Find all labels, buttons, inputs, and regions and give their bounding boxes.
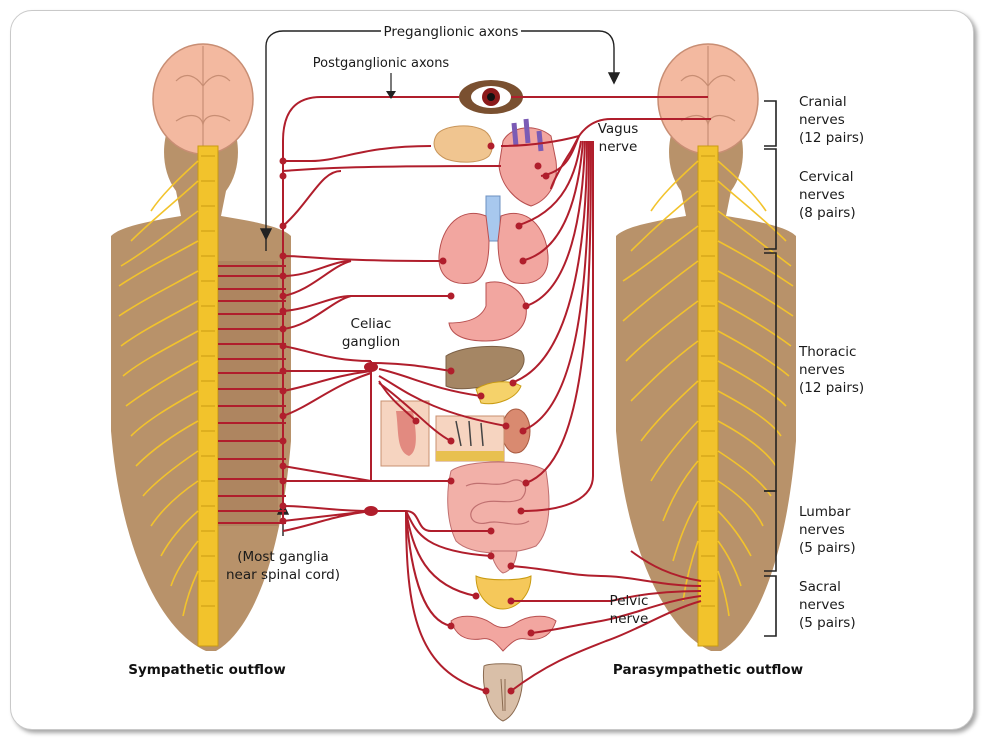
svg-text:nerves: nerves [799,362,845,378]
left-spinal-cord [197,145,219,647]
salivary-glands [433,125,493,163]
svg-text:near spinal cord): near spinal cord) [226,567,340,583]
diagram-frame: Preganglionic axons Postganglionic axons… [10,10,974,730]
svg-text:Cranial: Cranial [799,94,847,110]
sympathetic-pathways [218,96,507,692]
lungs [438,212,549,285]
skin-inset-left [380,400,430,467]
svg-text:nerves: nerves [799,112,845,128]
svg-text:(Most ganglia: (Most ganglia [237,549,329,565]
reproductive-organs [450,615,557,652]
svg-text:nerves: nerves [799,187,845,203]
spinal-brackets [764,100,777,637]
eye [459,80,523,114]
left-ganglion-chain [218,261,278,526]
svg-text:(12 pairs): (12 pairs) [799,130,864,146]
right-peripheral-nerves [622,160,794,617]
autonomic-nervous-system-diagram: Preganglionic axons Postganglionic axons… [111,24,864,722]
right-spinal-cord [697,145,719,647]
label-celiac-ganglion: Celiac ganglion [342,316,400,350]
svg-text:nerve: nerve [610,611,649,627]
label-thoracic-nerves: Thoracic nerves (12 pairs) [798,344,864,396]
label-lumbar-nerves: Lumbar nerves (5 pairs) [799,504,856,556]
stomach [448,281,527,342]
svg-text:nerve: nerve [599,139,638,155]
svg-text:Sympathetic outflow: Sympathetic outflow [128,662,285,678]
label-vagus-nerve: Vagus nerve [598,121,639,155]
left-brain [152,43,254,155]
svg-text:Pelvic: Pelvic [610,593,649,609]
svg-text:Lumbar: Lumbar [799,504,851,520]
parasympathetic-ganglia-dots [507,172,550,695]
label-ganglia-note: (Most ganglia near spinal cord) [226,549,340,583]
caption-sympathetic-outflow: Sympathetic outflow [128,662,285,678]
svg-text:Celiac: Celiac [351,316,392,332]
caption-parasympathetic-outflow: Parasympathetic outflow [613,662,803,678]
liver [445,346,525,390]
svg-text:Vagus: Vagus [598,121,639,137]
label-pelvic-nerve: Pelvic nerve [610,593,649,627]
pancreas [475,381,522,405]
label-preganglionic: Preganglionic axons [384,24,519,40]
svg-text:Cervical: Cervical [799,169,853,185]
svg-text:Preganglionic axons: Preganglionic axons [384,24,519,40]
svg-text:nerves: nerves [799,522,845,538]
svg-text:(12 pairs): (12 pairs) [799,380,864,396]
heart [498,118,557,207]
svg-text:ganglion: ganglion [342,334,400,350]
svg-text:nerves: nerves [799,597,845,613]
svg-text:Postganglionic axons: Postganglionic axons [313,56,450,71]
left-peripheral-nerves [118,160,199,617]
label-postganglionic: Postganglionic axons [313,56,450,99]
bladder [475,575,532,610]
label-cervical-nerves: Cervical nerves (8 pairs) [799,169,856,221]
svg-text:Parasympathetic outflow: Parasympathetic outflow [613,662,803,678]
label-sacral-nerves: Sacral nerves (5 pairs) [799,579,856,631]
svg-text:(8 pairs): (8 pairs) [799,205,856,221]
svg-text:(5 pairs): (5 pairs) [799,540,856,556]
genitals [482,663,523,722]
svg-text:Sacral: Sacral [799,579,841,595]
right-brain [657,43,759,155]
parasympathetic-pathways [500,96,711,692]
intestines [447,461,550,554]
label-cranial-nerves: Cranial nerves (12 pairs) [799,94,864,146]
svg-text:(5 pairs): (5 pairs) [799,615,856,631]
rectum [490,550,518,574]
sympathetic-ganglia-dots [279,142,542,695]
svg-text:Thoracic: Thoracic [798,344,856,360]
